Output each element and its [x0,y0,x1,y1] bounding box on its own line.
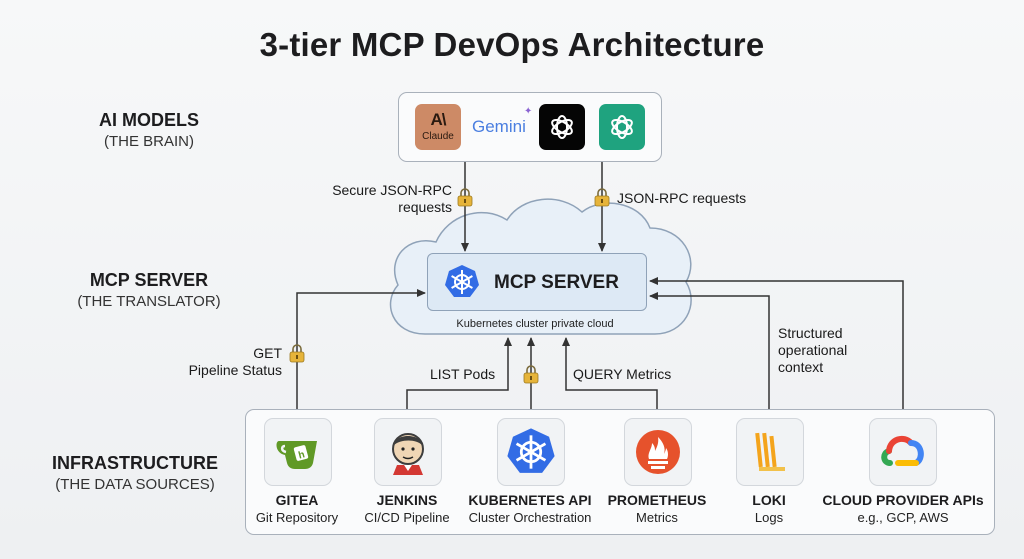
tier-label-infra: INFRASTRUCTURE (THE DATA SOURCES) [15,453,255,493]
label-structured-context: Structured operational context [778,325,847,376]
jenkins-tile [374,418,442,486]
tier-models-sub: (THE BRAIN) [104,133,194,150]
mcp-server-title: MCP SERVER [494,272,619,293]
gitea-tile: h [264,418,332,486]
loki-icon [755,432,785,471]
source-name-jenkins: JENKINS [376,492,438,508]
lock-icon [289,344,305,363]
gemini-sparkle-icon: ✦ [524,106,533,117]
label-secure-line2: requests [398,199,452,215]
lock-icon [457,188,473,207]
label-structured-line2: operational [778,342,848,358]
diagram-title: 3-tier MCP DevOps Architecture [259,26,765,63]
source-desc-loki: Logs [754,510,784,525]
tier-server-main: MCP SERVER [89,270,209,290]
svg-text:h: h [297,449,306,461]
source-desc-jenkins: CI/CD Pipeline [364,510,450,525]
claude-logo-text: Claude [422,131,454,142]
kubernetes-tile [497,418,565,486]
source-desc-gitea: Git Repository [255,510,339,525]
tier-models-main: AI MODELS [98,110,199,130]
claude-logo-mark: A\ [430,110,447,129]
arrow-loki-to-mcp [649,292,770,418]
gemini-logo-icon: Gemini [472,117,526,136]
kubernetes-icon [507,428,555,473]
lock-icon [523,365,539,384]
openai-logo-icon [539,104,585,150]
chatgpt-logo-icon [599,104,645,150]
lock-icon [594,188,610,207]
source-desc-prometheus: Metrics [636,510,678,525]
claude-logo-icon: A\ Claude [415,104,461,150]
prometheus-icon [636,430,680,474]
mcp-server-box: MCP SERVER [427,253,647,311]
label-get-line2: Pipeline Status [188,362,282,378]
gitea-icon: h [276,441,317,469]
ai-models-box: A\ Claude Gemini ✦ [398,92,662,162]
label-list-pods: LIST Pods [430,366,496,382]
kubernetes-wheel-icon [445,265,479,297]
cloud-caption: Kubernetes cluster private cloud [456,318,614,330]
jenkins-icon [392,433,424,475]
cloud-provider-tile [869,418,937,486]
loki-tile [736,418,804,486]
tier-infra-main: INFRASTRUCTURE [52,453,218,473]
source-name-prometheus: PROMETHEUS [607,492,707,508]
source-name-loki: LOKI [752,492,786,508]
source-name-cloud: CLOUD PROVIDER APIs [822,492,984,508]
label-query-metrics: QUERY Metrics [573,366,672,382]
prometheus-tile [624,418,692,486]
source-name-kubernetes: KUBERNETES API [468,492,592,508]
label-secure-line1: Secure JSON-RPC [332,182,452,198]
google-cloud-icon [881,435,924,466]
label-structured-line1: Structured [778,325,843,341]
arrow-jenkins-to-mcp [406,337,512,418]
arrow-cloud-to-mcp [649,277,904,418]
tier-server-sub: (THE TRANSLATOR) [77,293,221,310]
label-secure-jsonrpc: Secure JSON-RPC requests [327,182,452,216]
tier-infra-sub: (THE DATA SOURCES) [55,476,215,493]
source-desc-cloud: e.g., GCP, AWS [857,510,949,525]
source-name-gitea: GITEA [275,492,319,508]
arrow-gitea-to-mcp [296,289,426,418]
label-get-pipeline: GET Pipeline Status [150,345,282,379]
arrow-prometheus-to-mcp [562,337,658,418]
tier-label-server: MCP SERVER (THE TRANSLATOR) [29,270,269,310]
label-jsonrpc-requests: JSON-RPC requests [617,190,747,206]
tier-label-models: AI MODELS (THE BRAIN) [29,110,269,150]
label-get-line1: GET [253,345,282,361]
label-structured-line3: context [778,359,824,375]
source-desc-kubernetes: Cluster Orchestration [468,510,592,525]
